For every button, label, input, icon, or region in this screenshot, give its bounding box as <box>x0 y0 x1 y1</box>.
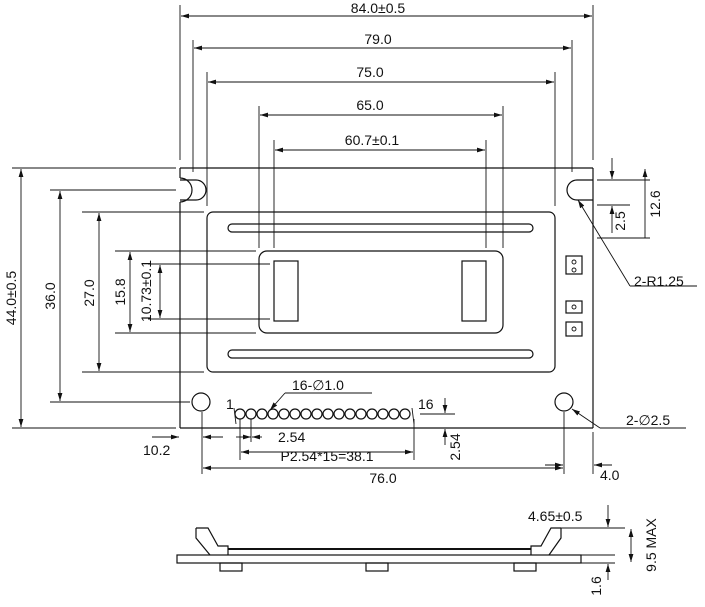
leader-slot-radius <box>577 199 697 287</box>
label-side-top: 4.65±0.5 <box>528 508 583 524</box>
dim-hole-pitch <box>192 40 573 172</box>
dim-mount-span <box>203 412 565 474</box>
mount-slot-left <box>180 179 207 201</box>
label-glass-inner: 60.7±0.1 <box>345 132 400 148</box>
dim-active-area <box>258 106 504 248</box>
label-overall-width: 84.0±0.5 <box>351 0 406 16</box>
dim-hole-pitch-v <box>50 189 190 403</box>
dim-overall-height <box>12 167 176 429</box>
label-hole-pitch: 79.0 <box>364 31 391 47</box>
mount-hole-right <box>554 392 574 412</box>
label-right-offset: 4.0 <box>600 467 620 483</box>
label-slot-height: 2.5 <box>612 211 628 231</box>
label-side-pcb: 1.6 <box>588 576 604 596</box>
label-view-area-v: 27.0 <box>81 279 97 306</box>
dim-view-area-v <box>82 211 204 373</box>
label-pin-first: 1 <box>226 396 234 412</box>
dim-glass-inner <box>273 140 487 248</box>
label-slot-offset: 12.6 <box>647 190 663 217</box>
label-hole-pitch-v: 36.0 <box>42 282 58 309</box>
label-slot-radius: 2-R1.25 <box>634 273 684 289</box>
dim-right-offset <box>545 432 612 474</box>
label-pin-pitch: 2.54 <box>278 429 305 445</box>
mount-hole-left <box>191 392 211 412</box>
label-pin-last: 16 <box>418 396 434 412</box>
dim-pin-pitch <box>236 419 262 460</box>
pcb-outline <box>179 167 594 429</box>
label-active-area: 65.0 <box>356 97 383 113</box>
dim-side <box>561 505 634 580</box>
dim-pin-row <box>241 419 415 460</box>
label-side-max: 9.5 MAX <box>643 518 659 572</box>
dim-active-area-v <box>115 250 256 334</box>
label-pin-to-edge: 2.54 <box>447 433 463 460</box>
label-active-area-v: 15.8 <box>112 278 128 305</box>
label-glass-inner-v: 10.73±0.1 <box>138 260 154 322</box>
dim-overall-width <box>179 5 594 160</box>
side-components <box>565 255 583 337</box>
label-mount-holes: 2-∅2.5 <box>626 412 670 428</box>
label-view-area: 75.0 <box>356 64 383 80</box>
leader-pin-holes <box>269 392 372 411</box>
bezel <box>206 211 556 373</box>
dim-slot <box>597 158 650 239</box>
dim-view-area <box>206 72 556 206</box>
pin-header <box>233 407 415 425</box>
label-pin-holes: 16-∅1.0 <box>292 377 344 393</box>
label-pin-row: P2.54*15=38.1 <box>280 448 373 464</box>
mount-slot-right <box>566 179 593 201</box>
side-view <box>176 527 582 572</box>
dim-glass-inner-v <box>148 263 270 320</box>
label-left-offset: 10.2 <box>143 442 170 458</box>
label-overall-height: 44.0±0.5 <box>3 271 19 326</box>
dim-left-offset <box>152 412 223 474</box>
dim-pin-to-edge <box>420 398 455 445</box>
label-mount-span: 76.0 <box>369 470 396 486</box>
leader-mount-holes <box>571 408 686 429</box>
